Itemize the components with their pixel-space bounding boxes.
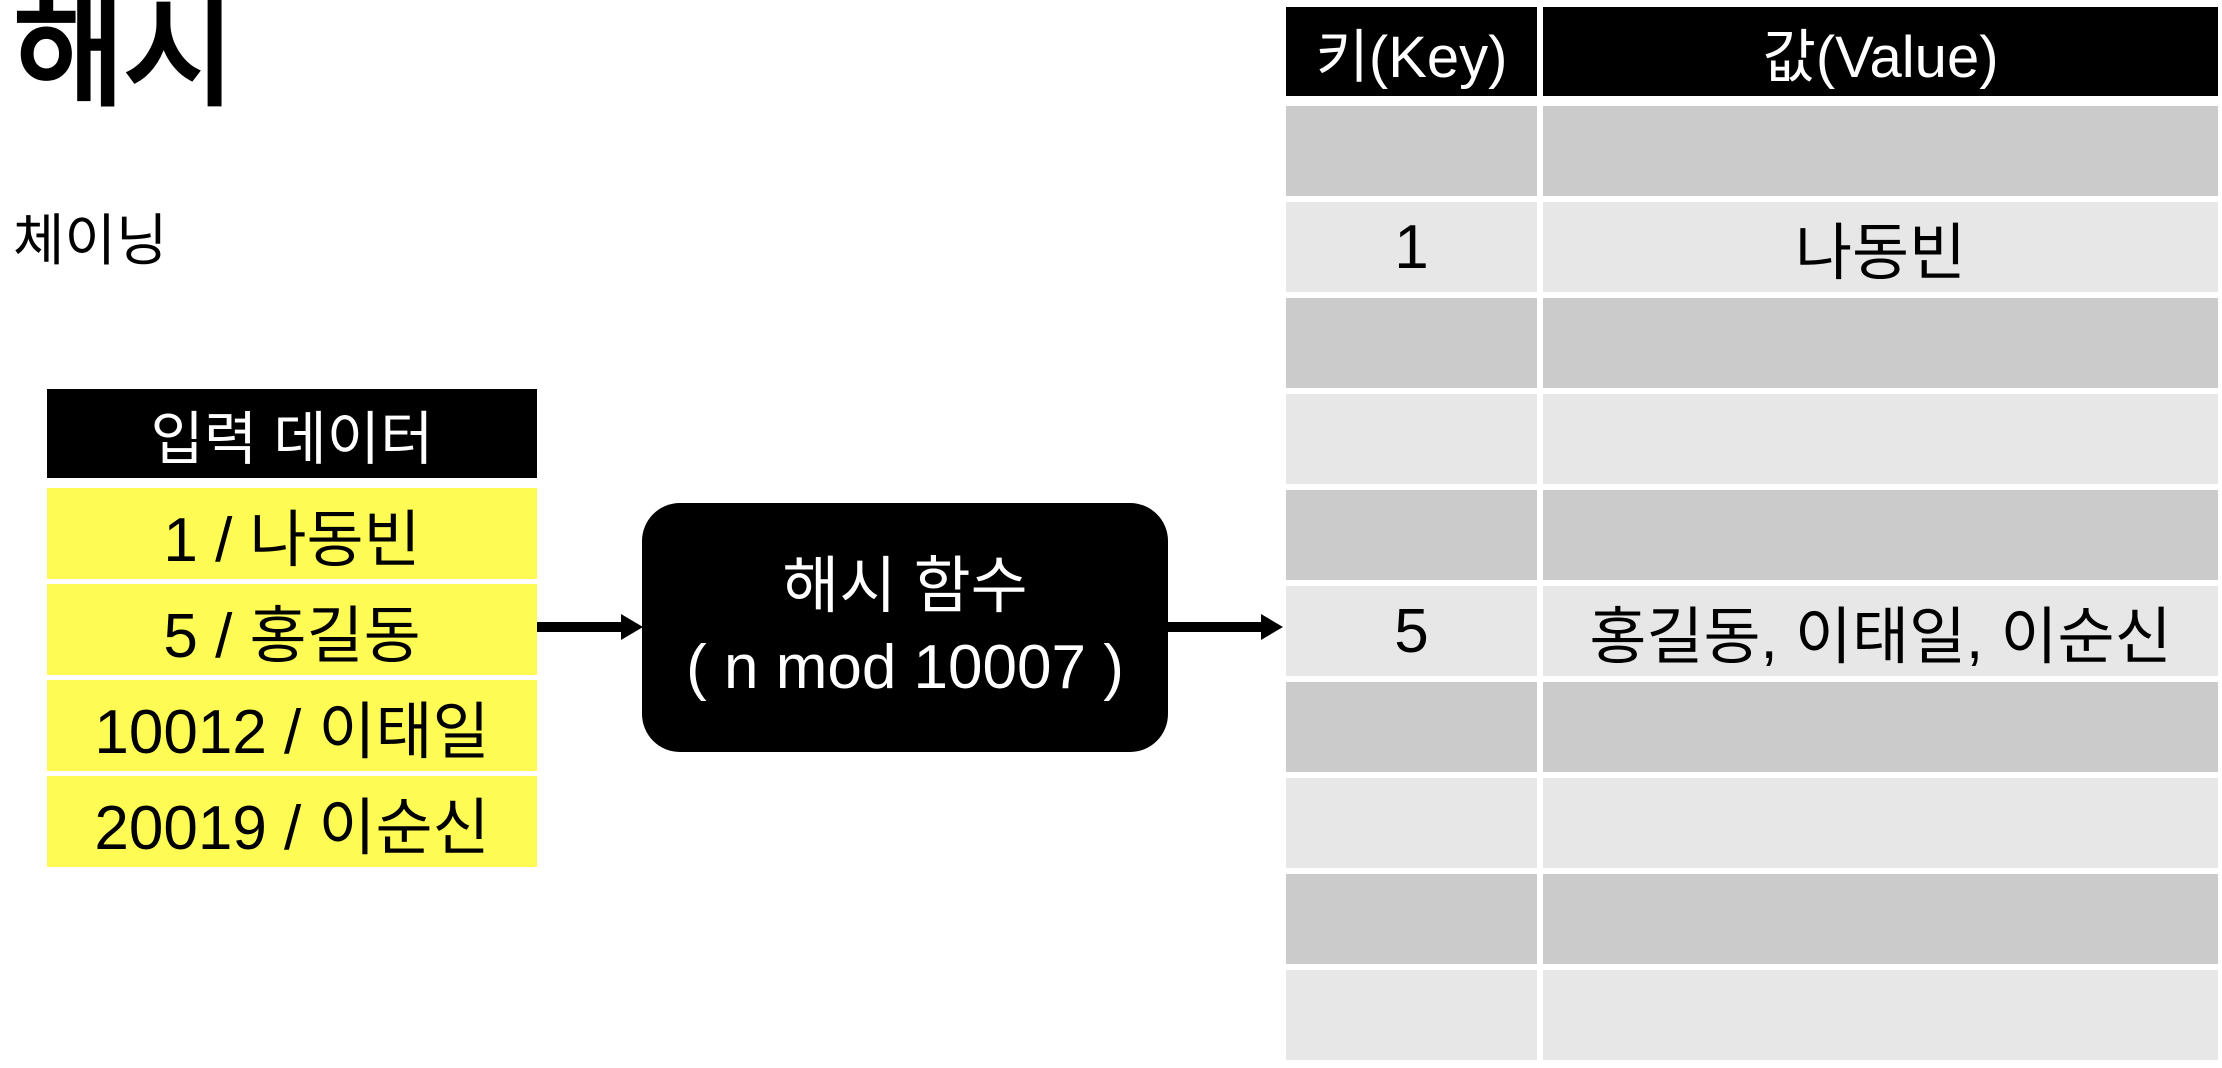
hash-table-row bbox=[1286, 394, 2218, 484]
input-table-row: 5 / 홍길동 bbox=[47, 584, 537, 675]
hash-table: 키(Key) 값(Value) 1 나동빈 5 홍길동, 이태일, 이순신 bbox=[1286, 7, 2218, 1066]
hash-value-cell bbox=[1543, 778, 2218, 868]
hash-key-cell: 1 bbox=[1286, 202, 1537, 292]
hash-table-row bbox=[1286, 874, 2218, 964]
hash-table-row bbox=[1286, 970, 2218, 1060]
input-table-row: 20019 / 이순신 bbox=[47, 776, 537, 867]
hash-value-cell bbox=[1543, 298, 2218, 388]
hash-key-cell bbox=[1286, 970, 1537, 1060]
hash-value-cell bbox=[1543, 490, 2218, 580]
hash-table-row bbox=[1286, 490, 2218, 580]
hash-table-row: 1 나동빈 bbox=[1286, 202, 2218, 292]
hash-table-header-key: 키(Key) bbox=[1286, 7, 1537, 96]
hash-function-box: 해시 함수 ( n mod 10007 ) bbox=[642, 503, 1168, 752]
input-table-header: 입력 데이터 bbox=[47, 389, 537, 478]
hash-key-cell bbox=[1286, 490, 1537, 580]
hash-table-row bbox=[1286, 682, 2218, 772]
hash-value-cell bbox=[1543, 970, 2218, 1060]
input-table-row: 1 / 나동빈 bbox=[47, 488, 537, 579]
hash-key-cell bbox=[1286, 106, 1537, 196]
hash-value-cell: 나동빈 bbox=[1543, 202, 2218, 292]
hash-function-formula: ( n mod 10007 ) bbox=[686, 632, 1124, 702]
hash-value-cell bbox=[1543, 394, 2218, 484]
page-title: 해시 bbox=[13, 0, 235, 121]
input-data-table: 입력 데이터 1 / 나동빈 5 / 홍길동 10012 / 이태일 20019… bbox=[47, 389, 537, 872]
page-subtitle: 체이닝 bbox=[13, 209, 168, 272]
hash-table-header-row: 키(Key) 값(Value) bbox=[1286, 7, 2218, 96]
hash-function-name: 해시 함수 bbox=[782, 551, 1028, 621]
hash-key-cell: 5 bbox=[1286, 586, 1537, 676]
input-table-row: 10012 / 이태일 bbox=[47, 680, 537, 771]
arrow-right-icon bbox=[537, 614, 643, 640]
hash-value-cell bbox=[1543, 682, 2218, 772]
hash-table-row bbox=[1286, 298, 2218, 388]
arrow-right-icon bbox=[1168, 614, 1283, 640]
hash-value-cell bbox=[1543, 106, 2218, 196]
hash-key-cell bbox=[1286, 874, 1537, 964]
hash-key-cell bbox=[1286, 298, 1537, 388]
hash-table-row bbox=[1286, 106, 2218, 196]
hash-value-cell: 홍길동, 이태일, 이순신 bbox=[1543, 586, 2218, 676]
hash-table-row bbox=[1286, 778, 2218, 868]
hash-table-header-value: 값(Value) bbox=[1543, 7, 2218, 96]
hash-value-cell bbox=[1543, 874, 2218, 964]
hash-key-cell bbox=[1286, 682, 1537, 772]
hash-key-cell bbox=[1286, 778, 1537, 868]
hash-key-cell bbox=[1286, 394, 1537, 484]
hash-table-row: 5 홍길동, 이태일, 이순신 bbox=[1286, 586, 2218, 676]
